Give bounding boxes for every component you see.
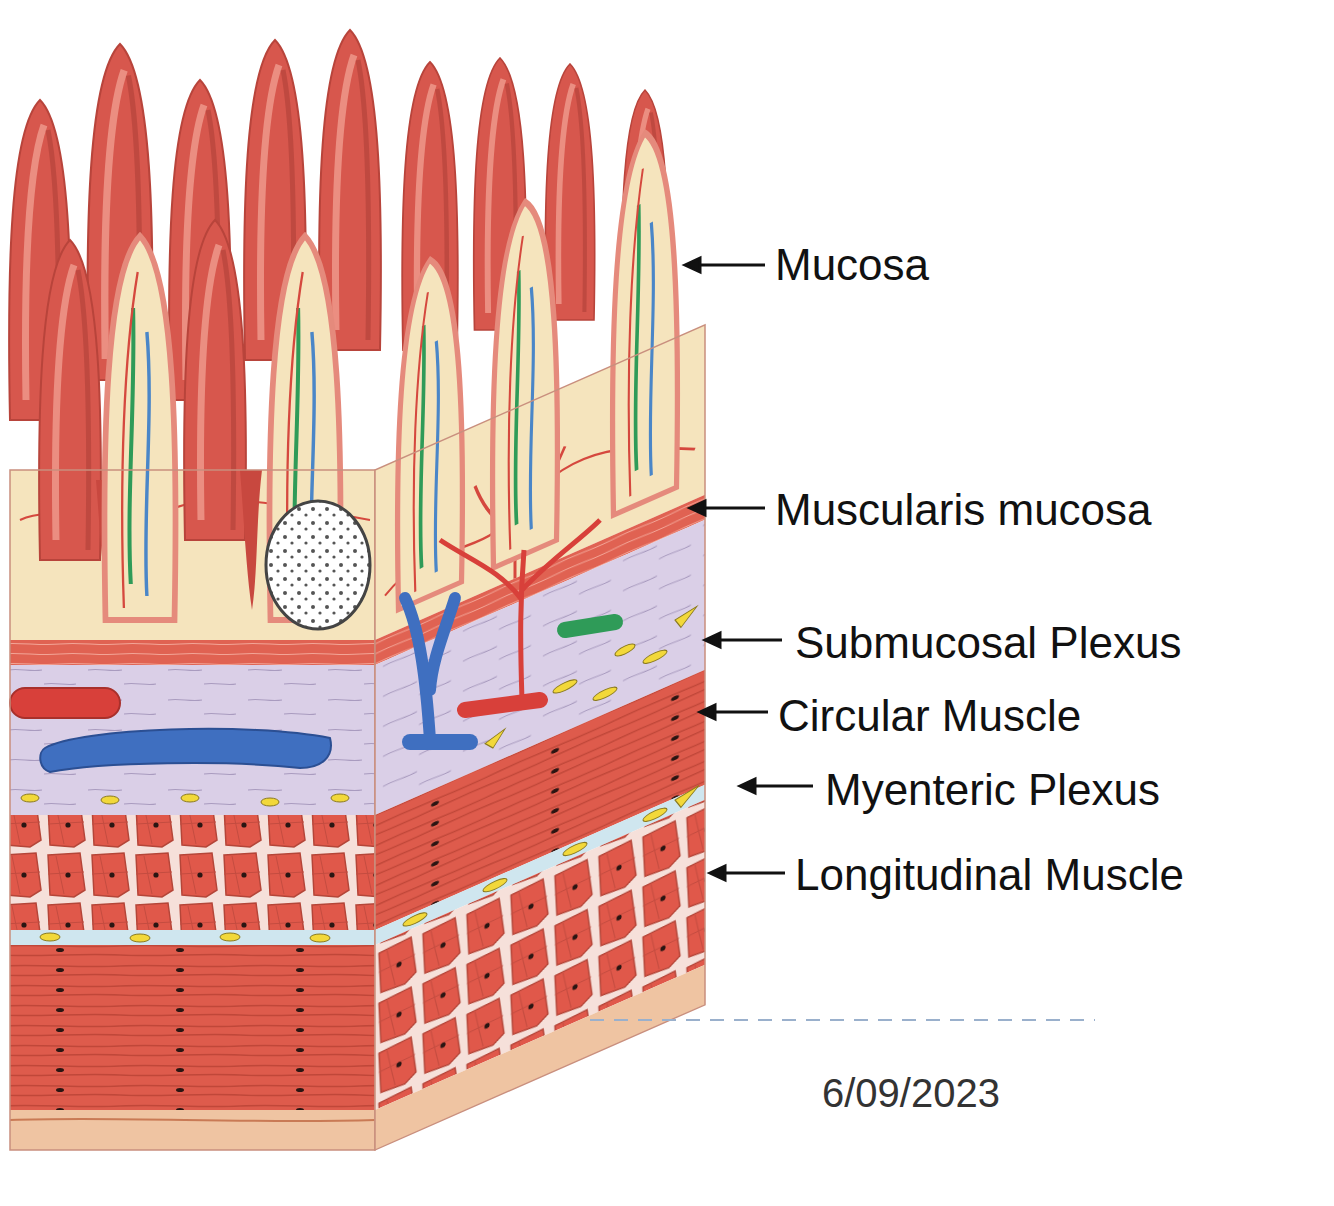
layer-label: Longitudinal Muscle [795,850,1184,901]
layer-label: Myenteric Plexus [825,765,1160,816]
dashed-rule [590,1019,1095,1021]
leader-arrows [685,258,813,880]
layer-label: Submucosal Plexus [795,618,1181,669]
front-face [10,220,375,1150]
layer-label: Mucosa [775,240,929,291]
layer-label: Muscularis mucosa [775,485,1152,536]
side-face [375,107,705,1150]
vessels [405,520,615,742]
date-stamp: 6/09/2023 [822,1070,1000,1116]
layer-label: Circular Muscle [778,691,1081,742]
